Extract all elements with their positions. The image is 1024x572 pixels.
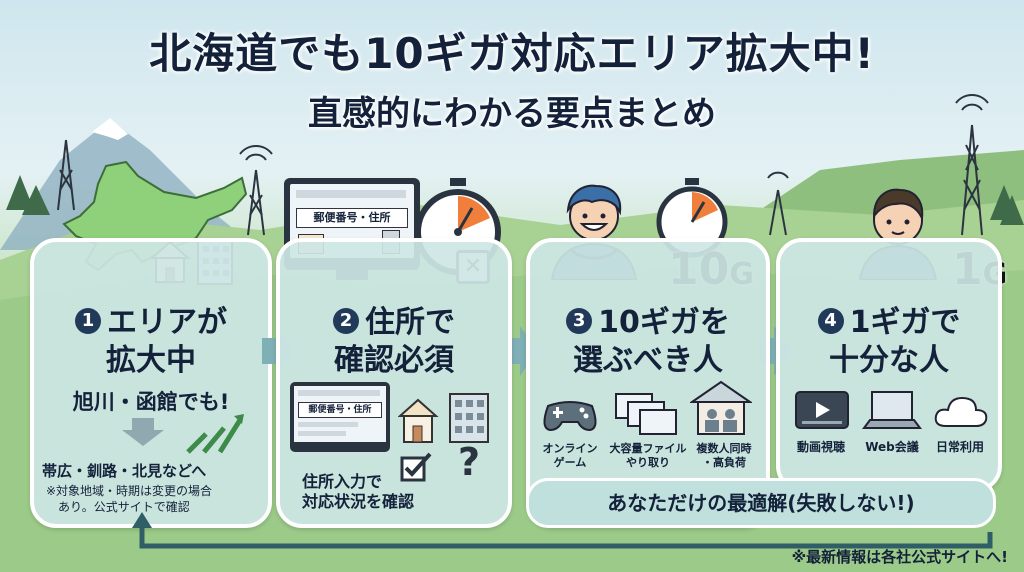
step1-highlight: 旭川・函館でも! (72, 390, 230, 414)
step4-title-line2: 十分な人 (829, 343, 949, 378)
house-building-icon (398, 393, 489, 443)
page-subtitle: 直感的にわかる要点まとめ (308, 94, 716, 134)
flow-arrow-icon (506, 326, 538, 376)
page-title: 北海道でも10ギガ対応エリア拡大中! (149, 29, 875, 78)
return-arrow-icon (132, 512, 993, 549)
step1-number: 1 (75, 307, 101, 334)
address-input-label-small: 郵便番号・住所 (298, 402, 382, 418)
step1-note-1: ※対象地域・時期は変更の場合 (46, 484, 213, 498)
step2-caption-1: 住所入力で (302, 472, 383, 491)
use-large-file: 大容量ファイルやり取り (609, 442, 687, 469)
use-web-meeting: Web会議 (865, 440, 919, 454)
step2-title-line2: 確認必須 (334, 343, 454, 378)
cloud-icon (934, 396, 988, 427)
gamepad-icon (543, 401, 597, 432)
step1-note-2: あり。公式サイトで確認 (58, 500, 190, 514)
use-online-game: オンラインゲーム (542, 442, 598, 469)
checkbox-icon (400, 452, 432, 482)
use-daily: 日常利用 (935, 440, 984, 454)
laptop-icon (862, 391, 922, 429)
video-icon (795, 391, 849, 429)
step1-next-areas: 帯広・釧路・北見などへ (42, 462, 207, 480)
question-mark-icon: ? (458, 440, 481, 484)
family-house-icon (690, 380, 752, 435)
step3-number: 3 (566, 307, 593, 334)
use-video: 動画視聴 (796, 440, 845, 454)
step2-caption-2: 対応状況を確認 (302, 492, 415, 511)
down-arrow-icon (122, 418, 164, 446)
footer-note: ※最新情報は各社公式サイトへ! (791, 548, 1008, 566)
address-input-label: 郵便番号・住所 (296, 208, 408, 228)
step1-title-line2: 拡大中 (106, 343, 196, 378)
monitors-icon (615, 393, 677, 435)
radio-tower (57, 124, 983, 236)
growth-arrows-icon (186, 414, 244, 454)
step2-number: 2 (333, 307, 359, 334)
best-choice-banner: あなただけの最適解(失敗しない!) (526, 478, 996, 528)
step4-number: 4 (817, 307, 844, 334)
small-monitor-icon: 郵便番号・住所 (290, 382, 390, 452)
step3-title-line2: 選ぶべき人 (573, 343, 723, 378)
use-multi-user: 複数人同時・高負荷 (696, 442, 752, 469)
signal-waves-icon (239, 94, 989, 179)
